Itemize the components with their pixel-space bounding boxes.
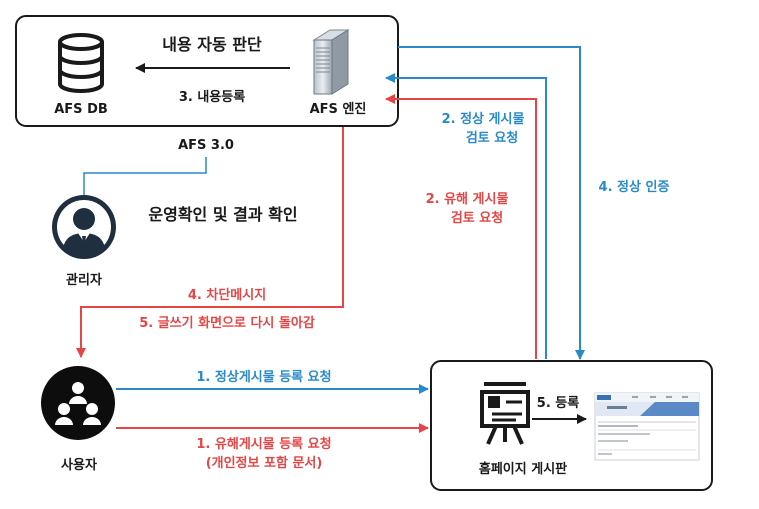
version-label: AFS 3.0 [178, 138, 234, 153]
admin-label: 관리자 [66, 272, 102, 288]
harmful-post-label-2: (개인정보 포함 문서) [206, 455, 323, 471]
admin-connector-line [83, 157, 207, 198]
user-label: 사용자 [61, 457, 97, 473]
normal-post-label: 1. 정상게시물 등록 요청 [196, 369, 331, 385]
judge-label: 내용 자동 판단 [162, 35, 262, 54]
block-message-label: 4. 차단메시지 [188, 287, 266, 303]
admin-action-label: 운영확인 및 결과 확인 [148, 205, 297, 224]
database-icon [58, 33, 104, 93]
block-message-arrow [76, 127, 344, 358]
harmful-review-arrow [385, 94, 537, 359]
register-label: 3. 내용등록 [179, 89, 245, 105]
return-write-label: 5. 글쓰기 화면으로 다시 돌아감 [139, 315, 315, 331]
harmful-post-label-1: 1. 유해게시물 등록 요청 [196, 436, 331, 452]
presentation-board-icon [480, 382, 530, 445]
db-label: AFS DB [54, 102, 108, 117]
afs-system-box [15, 15, 399, 127]
normal-review-label-1: 2. 정상 게시물 [442, 111, 525, 127]
normal-auth-arrow [398, 46, 585, 360]
normal-review-arrow [385, 73, 547, 359]
harmful-review-label-2: 검토 요청 [451, 210, 503, 226]
engine-label: AFS 엔진 [310, 101, 367, 117]
normal-auth-label: 4. 정상 인증 [599, 179, 670, 195]
normal-review-label-2: 검토 요청 [466, 130, 518, 146]
homepage-register-label: 5. 등록 [537, 396, 579, 411]
webpage-thumbnail [594, 392, 700, 461]
admin-avatar-icon [52, 195, 116, 259]
homepage-label: 홈페이지 게시판 [479, 461, 567, 477]
harmful-review-label-1: 2. 유해 게시물 [426, 191, 509, 207]
server-icon [312, 29, 350, 95]
user-group-icon [41, 366, 115, 440]
